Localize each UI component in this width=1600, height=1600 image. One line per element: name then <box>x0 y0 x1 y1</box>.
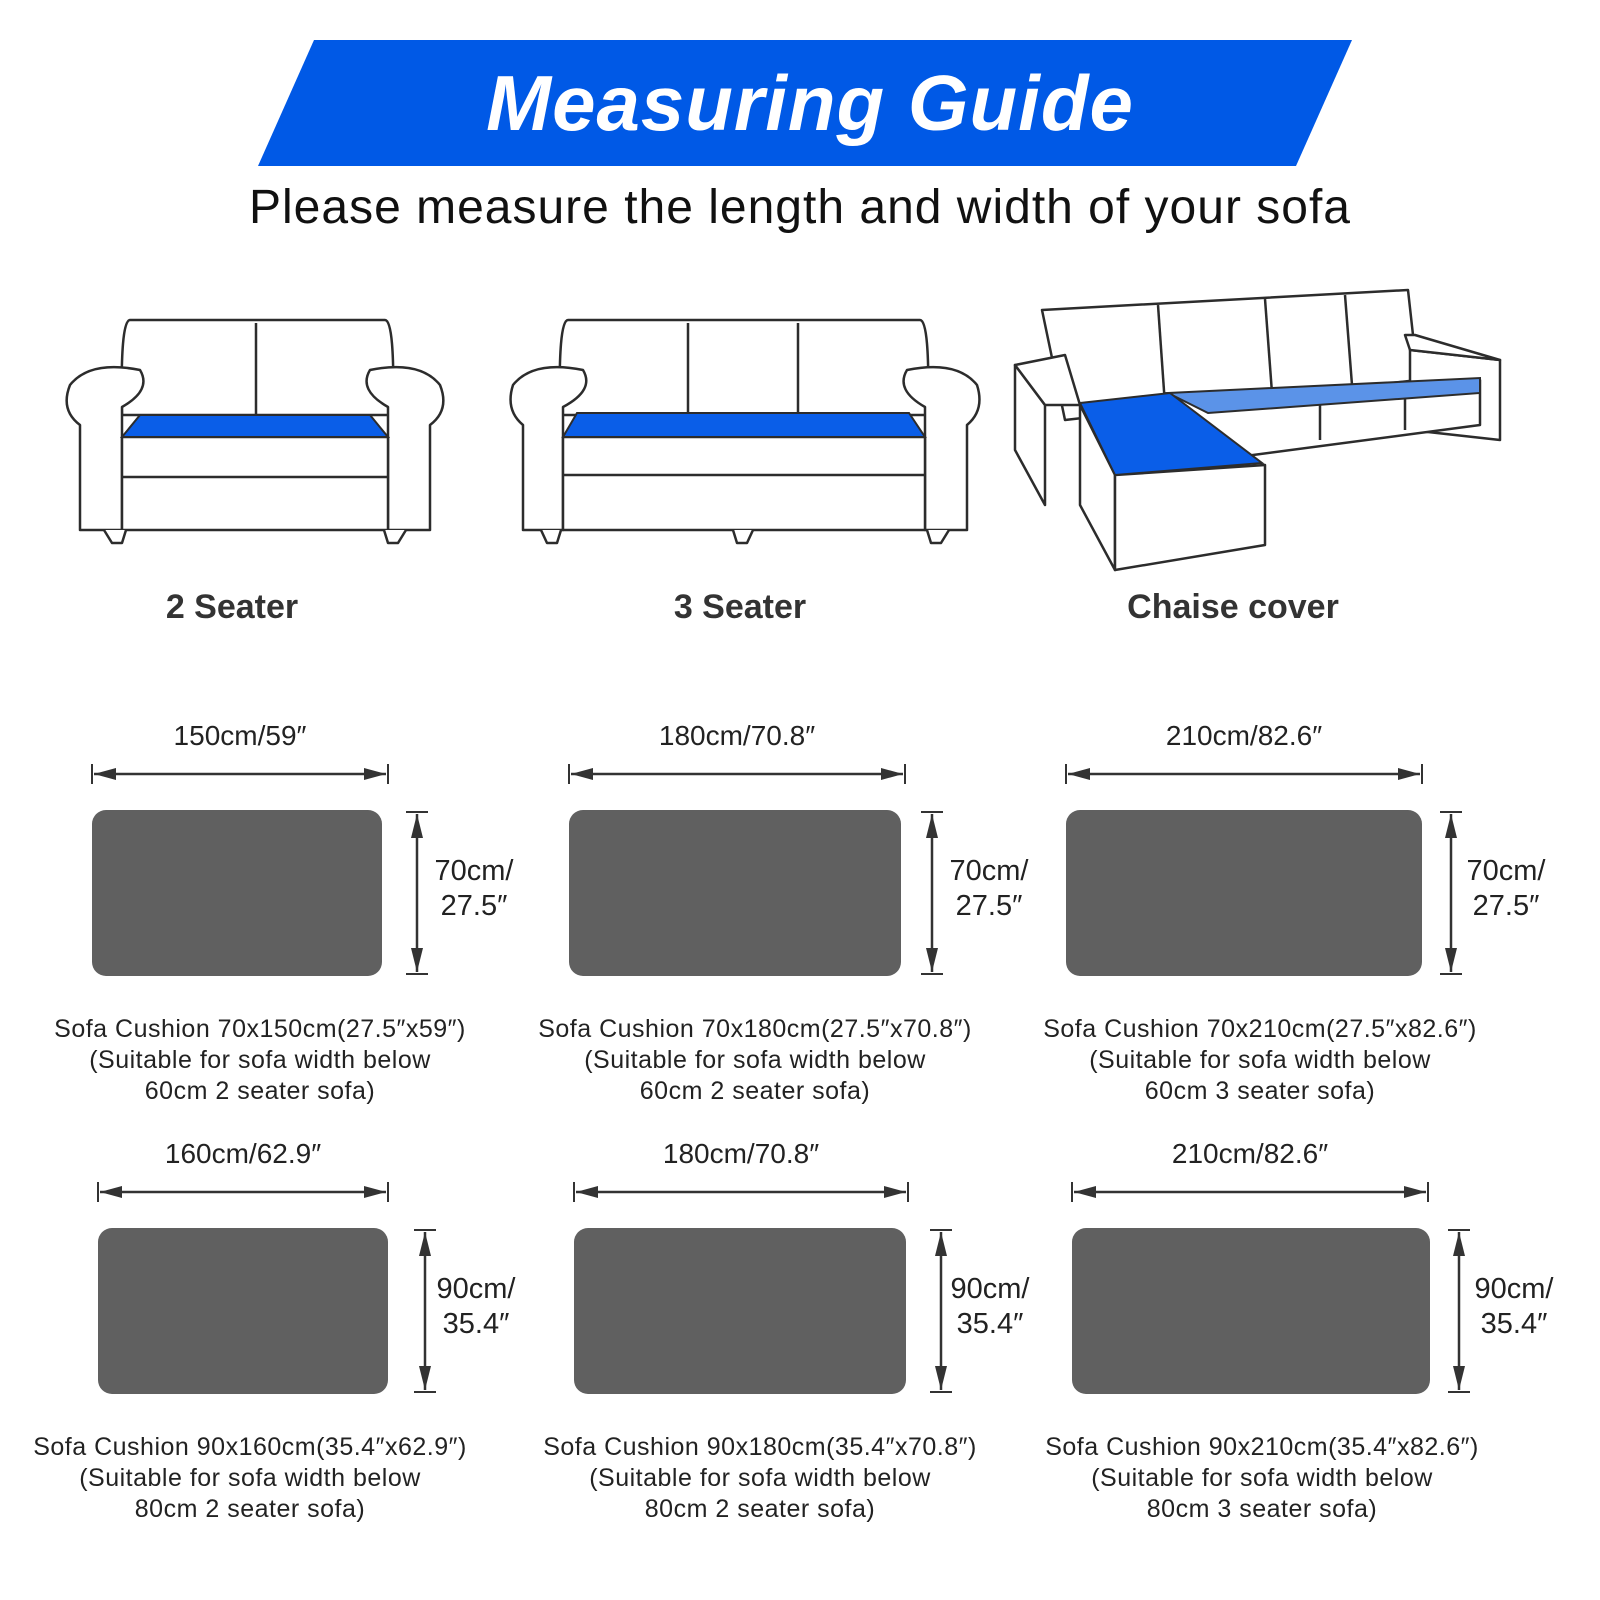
width-arrow-icon <box>568 764 906 784</box>
caption-sofa-type: 80cm 2 seater sofa) <box>134 1495 366 1523</box>
height-arrow-icon <box>414 1229 436 1393</box>
height-dimension-label: 90cm/ 35.4″ <box>940 1272 1040 1342</box>
cushion-caption: Sofa Cushion 90x180cm(35.4″x70.8″) (Suit… <box>510 1432 1010 1525</box>
height-inch: 27.5″ <box>955 890 1023 922</box>
page-title: Measuring Guide <box>486 58 1134 147</box>
cushion-pad <box>1066 810 1422 976</box>
cushion-spec-1: 150cm/59″ 70cm/ 27.5″ Sofa Cushion 70x15… <box>10 720 513 1120</box>
height-inch: 35.4″ <box>442 1308 510 1340</box>
cushion-caption: Sofa Cushion 70x210cm(27.5″x82.6″) (Suit… <box>1010 1014 1510 1107</box>
caption-suitability: (Suitable for sofa width below <box>1089 1046 1431 1074</box>
loveseat-icon <box>65 318 445 545</box>
cushion-spec-2: 180cm/70.8″ 70cm/ 27.5″ Sofa Cushion 70x… <box>505 720 1028 1120</box>
cushion-spec-6: 210cm/82.6″ 90cm/ 35.4″ Sofa Cushion 90x… <box>1012 1138 1553 1538</box>
height-arrow-icon <box>1440 811 1462 975</box>
height-cm: 90cm/ <box>1474 1273 1554 1305</box>
sofa-label-2-seater: 2 Seater <box>165 588 299 626</box>
caption-suitability: (Suitable for sofa width below <box>89 1046 431 1074</box>
caption-suitability: (Suitable for sofa width below <box>1091 1464 1433 1492</box>
width-dimension-label: 180cm/70.8″ <box>658 720 816 751</box>
cushion-pad <box>1072 1228 1430 1394</box>
height-arrow-icon <box>406 811 428 975</box>
cushion-spec-4: 160cm/62.9″ 90cm/ 35.4″ Sofa Cushion 90x… <box>0 1138 515 1538</box>
caption-sofa-type: 60cm 2 seater sofa) <box>639 1077 871 1105</box>
height-dimension-label: 90cm/ 35.4″ <box>426 1272 526 1342</box>
page-subtitle: Please measure the length and width of y… <box>249 181 1351 234</box>
height-inch: 27.5″ <box>1472 890 1540 922</box>
caption-size: Sofa Cushion 90x160cm(35.4″x62.9″) <box>33 1433 467 1461</box>
cushion-spec-3: 210cm/82.6″ 70cm/ 27.5″ Sofa Cushion 70x… <box>1010 720 1545 1120</box>
height-cm: 90cm/ <box>950 1273 1030 1305</box>
height-dimension-label: 70cm/ 27.5″ <box>1456 854 1556 924</box>
cushion-spec-5: 180cm/70.8″ 90cm/ 35.4″ Sofa Cushion 90x… <box>510 1138 1029 1538</box>
caption-suitability: (Suitable for sofa width below <box>584 1046 926 1074</box>
width-dimension-label: 210cm/82.6″ <box>1171 1138 1329 1169</box>
caption-size: Sofa Cushion 90x180cm(35.4″x70.8″) <box>543 1433 977 1461</box>
height-inch: 35.4″ <box>956 1308 1024 1340</box>
width-dimension-label: 160cm/62.9″ <box>164 1138 322 1169</box>
height-cm: 70cm/ <box>434 855 514 887</box>
width-arrow-icon <box>573 1182 909 1202</box>
cushion-pad <box>574 1228 906 1394</box>
height-dimension-label: 90cm/ 35.4″ <box>1464 1272 1564 1342</box>
cushion-caption: Sofa Cushion 90x210cm(35.4″x82.6″) (Suit… <box>1012 1432 1512 1525</box>
width-arrow-icon <box>1071 1182 1429 1202</box>
caption-sofa-type: 60cm 2 seater sofa) <box>144 1077 376 1105</box>
sofa-label-chaise: Chaise cover <box>1127 588 1339 626</box>
cushion-caption: Sofa Cushion 90x160cm(35.4″x62.9″) (Suit… <box>0 1432 500 1525</box>
width-arrow-icon <box>1065 764 1423 784</box>
caption-sofa-type: 80cm 3 seater sofa) <box>1146 1495 1378 1523</box>
title-banner: Measuring Guide <box>258 40 1352 166</box>
three-seat-sofa-icon <box>509 318 981 545</box>
caption-size: Sofa Cushion 70x210cm(27.5″x82.6″) <box>1043 1015 1477 1043</box>
sofa-label-3-seater: 3 Seater <box>673 588 807 626</box>
caption-size: Sofa Cushion 70x180cm(27.5″x70.8″) <box>538 1015 972 1043</box>
width-arrow-icon <box>97 1182 389 1202</box>
cushion-pad <box>92 810 382 976</box>
height-cm: 90cm/ <box>436 1273 516 1305</box>
height-cm: 70cm/ <box>949 855 1029 887</box>
height-arrow-icon <box>930 1229 952 1393</box>
width-dimension-label: 150cm/59″ <box>173 720 307 751</box>
caption-size: Sofa Cushion 90x210cm(35.4″x82.6″) <box>1045 1433 1479 1461</box>
height-arrow-icon <box>1448 1229 1470 1393</box>
cushion-caption: Sofa Cushion 70x180cm(27.5″x70.8″) (Suit… <box>505 1014 1005 1107</box>
caption-size: Sofa Cushion 70x150cm(27.5″x59″) <box>54 1015 466 1043</box>
height-cm: 70cm/ <box>1466 855 1546 887</box>
height-dimension-label: 70cm/ 27.5″ <box>939 854 1039 924</box>
caption-sofa-type: 80cm 2 seater sofa) <box>644 1495 876 1523</box>
caption-sofa-type: 60cm 3 seater sofa) <box>1144 1077 1376 1105</box>
height-inch: 27.5″ <box>440 890 508 922</box>
cushion-caption: Sofa Cushion 70x150cm(27.5″x59″) (Suitab… <box>10 1014 510 1107</box>
width-arrow-icon <box>91 764 389 784</box>
caption-suitability: (Suitable for sofa width below <box>589 1464 931 1492</box>
sectional-chaise-icon <box>1013 288 1502 572</box>
height-arrow-icon <box>921 811 943 975</box>
width-dimension-label: 210cm/82.6″ <box>1165 720 1323 751</box>
height-dimension-label: 70cm/ 27.5″ <box>424 854 524 924</box>
height-inch: 35.4″ <box>1480 1308 1548 1340</box>
cushion-pad <box>569 810 901 976</box>
caption-suitability: (Suitable for sofa width below <box>79 1464 421 1492</box>
width-dimension-label: 180cm/70.8″ <box>662 1138 820 1169</box>
cushion-pad <box>98 1228 388 1394</box>
